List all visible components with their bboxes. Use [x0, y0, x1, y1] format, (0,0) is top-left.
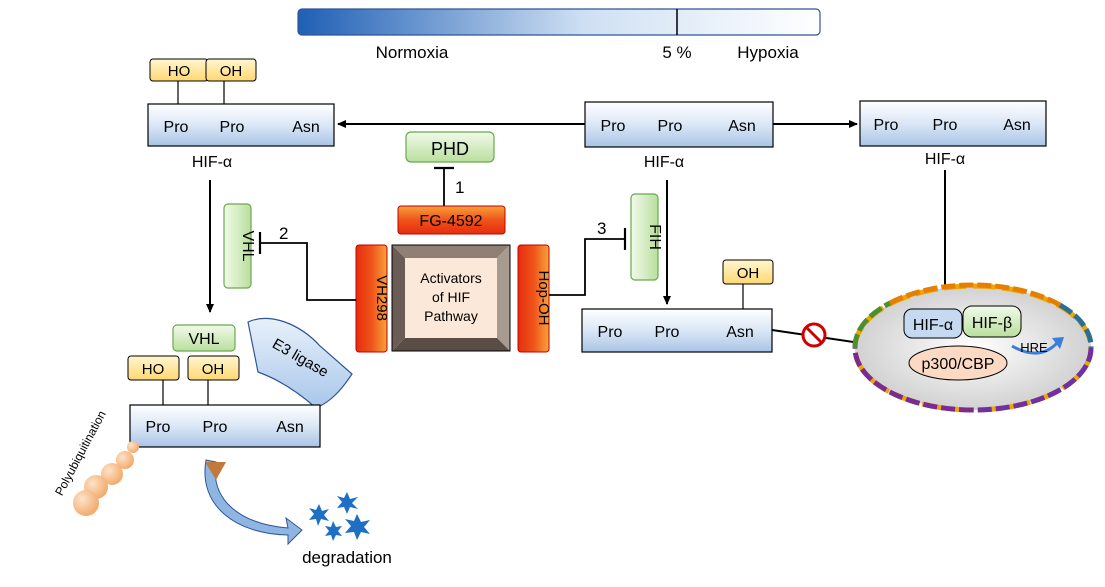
pro-residue: Pro	[598, 324, 623, 341]
phd-box	[405, 131, 495, 163]
hre-arrow-icon	[1011, 337, 1064, 355]
vhl-label-bottom: VHL	[188, 331, 219, 348]
degraded-fragments-icon	[309, 492, 370, 541]
threshold-label: 5 %	[662, 43, 691, 62]
fih-box-vertical	[630, 193, 659, 281]
pro-residue: Pro	[655, 324, 680, 341]
hif-alpha-nuclear	[903, 308, 963, 339]
asn-residue: Asn	[726, 324, 754, 341]
hif-alpha-nuclear-label: HIF-α	[913, 317, 953, 334]
oh-mod-label: OH	[737, 265, 760, 282]
hif-alpha-label: HIF-α	[925, 151, 965, 168]
inhibit-vhl	[258, 232, 356, 301]
activators-line: Pathway	[424, 308, 478, 324]
hif-alpha-ubiquitinated: HO OH Pro Pro Asn	[127, 355, 321, 448]
degradation-arrow	[204, 459, 303, 546]
fg4592-label: FG-4592	[419, 213, 482, 230]
e3-ligase-banner: E3 ligase	[247, 317, 353, 409]
activators-box: Activators of HIF Pathway	[391, 244, 511, 352]
pro-residue: Pro	[220, 119, 245, 136]
hif-alpha-center: Pro Pro Asn HIF-α	[584, 101, 774, 171]
pro-residue: Pro	[874, 117, 899, 134]
asn-residue: Asn	[292, 119, 320, 136]
vhl-box-vertical	[223, 203, 252, 289]
vhl-label: VHL	[239, 230, 256, 261]
pro-residue: Pro	[203, 419, 228, 436]
step-2: 2	[279, 224, 288, 243]
prohibited-icon	[801, 322, 827, 348]
hif-beta-label: HIF-β	[972, 315, 1012, 332]
vh298-box	[355, 244, 388, 353]
ubiquitin-chain	[73, 441, 139, 516]
p300-label: p300/CBP	[922, 356, 995, 373]
pro-residue: Pro	[933, 117, 958, 134]
step-1: 1	[455, 178, 464, 197]
inhibit-phd	[434, 166, 454, 206]
pro-residue: Pro	[164, 119, 189, 136]
degradation-label: degradation	[302, 548, 392, 567]
fg4592-box	[397, 205, 506, 235]
hypoxia-label: Hypoxia	[737, 43, 799, 62]
ho-mod-label: HO	[168, 63, 191, 80]
hif-beta-box	[962, 305, 1022, 338]
activators-line: Activators	[420, 270, 481, 286]
pro-residue: Pro	[658, 118, 683, 135]
vh298-label: VH298	[373, 275, 390, 321]
phd-label: PHD	[431, 139, 469, 159]
oh-mod-label: OH	[220, 63, 243, 80]
hop-oh-label: Hop-OH	[535, 270, 552, 325]
asn-residue: Asn	[1003, 117, 1031, 134]
pro-residue: Pro	[601, 118, 626, 135]
hre-label: HRE	[1020, 340, 1048, 355]
hop-oh-box	[517, 244, 550, 353]
hif-alpha-label: HIF-α	[644, 154, 684, 171]
hif-alpha-right: Pro Pro Asn HIF-α	[859, 100, 1047, 168]
hif-alpha-label: HIF-α	[192, 154, 232, 171]
vhl-box	[172, 324, 236, 352]
asn-residue: Asn	[728, 118, 756, 135]
fih-label: FIH	[646, 224, 663, 250]
step-3: 3	[597, 219, 606, 238]
ho-mod-label: HO	[142, 361, 165, 378]
p300-cbp	[908, 345, 1008, 381]
oh-mod-label: OH	[202, 361, 225, 378]
oxygen-gradient-bar	[297, 8, 821, 36]
pro-residue: Pro	[146, 419, 171, 436]
inhibit-fih	[549, 228, 627, 296]
hif-alpha-asn-hydroxylated: OH Pro Pro Asn	[581, 259, 774, 353]
activators-line: of HIF	[432, 289, 470, 305]
asn-residue: Asn	[276, 419, 304, 436]
hif-alpha-hydroxylated: HO OH Pro Pro Asn HIF-α	[147, 58, 335, 171]
normoxia-label: Normoxia	[376, 43, 449, 62]
